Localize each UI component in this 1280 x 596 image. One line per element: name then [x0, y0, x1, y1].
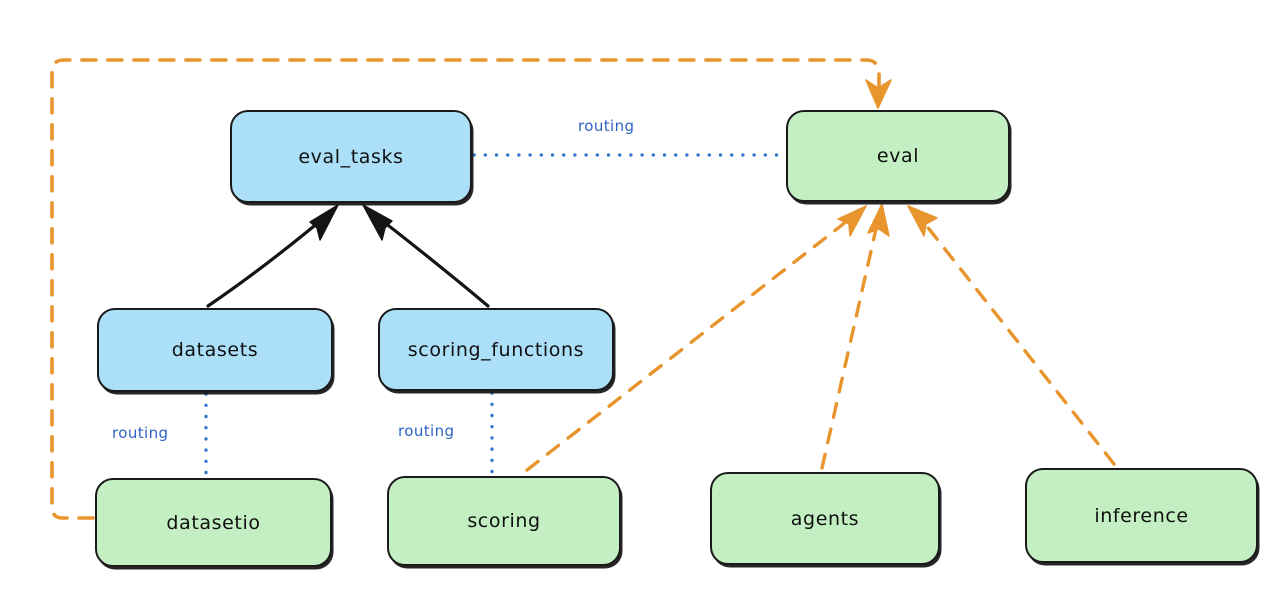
node-datasets[interactable]: datasets	[97, 308, 333, 392]
edge-label-routing-datasets-datasetio: routing	[112, 424, 169, 442]
node-inference[interactable]: inference	[1025, 468, 1258, 563]
edge-agents-to-eval	[820, 203, 890, 470]
node-label-scoring: scoring	[467, 510, 541, 532]
node-label-datasetio: datasetio	[166, 511, 261, 534]
edge-label-routing-scoring-functions-scoring: routing	[398, 422, 455, 440]
edge-datasets-to-eval_tasks	[206, 204, 339, 308]
edge-datasetio-to-eval	[50, 58, 892, 520]
node-label-eval: eval	[876, 145, 920, 167]
node-scoring-functions[interactable]: scoring_functions	[378, 308, 614, 391]
node-agents[interactable]: agents	[710, 472, 940, 565]
node-scoring[interactable]: scoring	[387, 476, 621, 566]
edge-scoring_functions-to-eval_tasks	[362, 204, 490, 308]
node-label-eval-tasks: eval_tasks	[298, 145, 404, 168]
node-label-datasets: datasets	[171, 339, 259, 361]
node-label-inference: inference	[1094, 504, 1189, 527]
node-label-agents: agents	[790, 507, 860, 530]
edge-label-routing-eval-tasks-eval: routing	[578, 117, 635, 135]
node-datasetio[interactable]: datasetio	[95, 478, 332, 567]
edge-scoring-to-eval	[525, 205, 867, 472]
node-eval[interactable]: eval	[786, 110, 1010, 202]
edge-inference-to-eval	[907, 205, 1116, 466]
node-eval-tasks[interactable]: eval_tasks	[230, 110, 472, 203]
node-label-scoring-functions: scoring_functions	[407, 338, 585, 361]
